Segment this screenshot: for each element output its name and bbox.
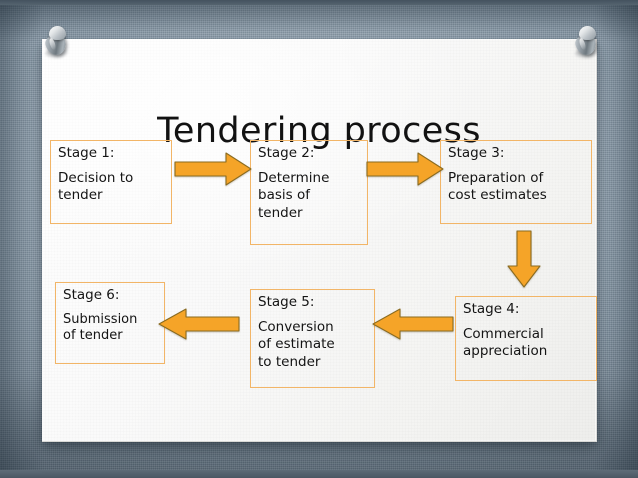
arrow-left-icon-stage4-to-stage5 <box>372 308 454 340</box>
stage-box-3[interactable]: Stage 3: Preparation of cost estimates <box>440 140 592 224</box>
stage-box-5[interactable]: Stage 5: Conversion of estimate to tende… <box>250 289 375 388</box>
push-pin-left-head <box>49 26 66 40</box>
stage-2-body: Determine basis of tender <box>258 169 330 221</box>
stage-6-header: Stage 6: <box>63 287 120 303</box>
arrow-left-icon-stage5-to-stage6 <box>158 308 240 340</box>
stage-3-header: Stage 3: <box>448 145 505 161</box>
stage-5-header: Stage 5: <box>258 294 315 310</box>
stage-4-body: Commercial appreciation <box>463 325 548 360</box>
stage-1-header: Stage 1: <box>58 145 115 161</box>
arrow-right-icon-stage1-to-stage2 <box>174 152 252 186</box>
push-pin-left-icon <box>43 26 69 60</box>
page-title: Tendering process <box>157 111 481 151</box>
stage-box-2[interactable]: Stage 2: Determine basis of tender <box>250 140 368 245</box>
stage-5-body: Conversion of estimate to tender <box>258 318 335 370</box>
stage-box-4[interactable]: Stage 4: Commercial appreciation <box>455 296 597 381</box>
stage-box-6[interactable]: Stage 6: Submission of tender <box>55 282 165 364</box>
stage-2-header: Stage 2: <box>258 145 315 161</box>
stage-4-header: Stage 4: <box>463 301 520 317</box>
stage-1-body: Decision to tender <box>58 169 134 204</box>
stage-6-body: Submission of tender <box>63 311 138 344</box>
push-pin-right-icon <box>573 26 599 60</box>
background-top-band <box>0 0 638 5</box>
stage-box-1[interactable]: Stage 1: Decision to tender <box>50 140 172 224</box>
arrow-down-icon-stage3-to-stage4 <box>506 230 542 288</box>
stage-3-body: Preparation of cost estimates <box>448 169 547 204</box>
paper-sheet: Tendering process Stage 1: Decision to t… <box>42 39 597 442</box>
arrow-right-icon-stage2-to-stage3 <box>366 152 444 186</box>
push-pin-right-head <box>579 26 596 40</box>
background-bottom-band <box>0 470 638 478</box>
